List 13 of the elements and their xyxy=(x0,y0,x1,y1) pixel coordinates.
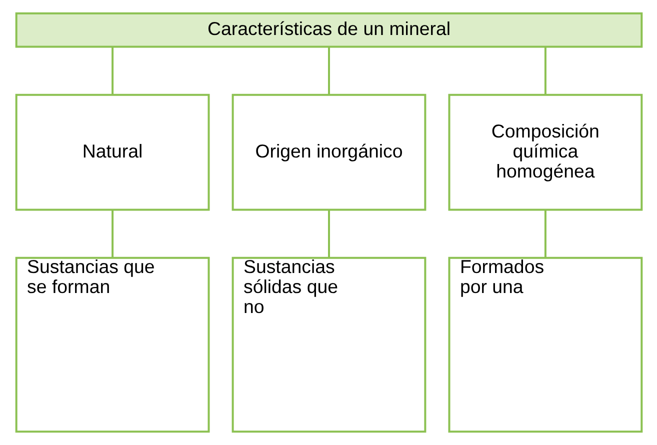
node-box: Sustancias que se forman xyxy=(14,256,210,433)
node-box: Formados por una xyxy=(448,256,642,433)
connector xyxy=(328,210,330,258)
node-box: Características de un mineral xyxy=(14,12,642,48)
node-box: Sustancias sólidas que no xyxy=(231,256,426,433)
node-box: Origen inorgánico xyxy=(231,94,426,211)
connector xyxy=(111,47,114,95)
connector xyxy=(544,47,546,95)
connector xyxy=(111,210,114,258)
node-box: Composición química homogénea xyxy=(448,94,642,211)
node-box: Natural xyxy=(14,94,210,211)
connector xyxy=(544,210,546,258)
connector xyxy=(328,47,330,95)
